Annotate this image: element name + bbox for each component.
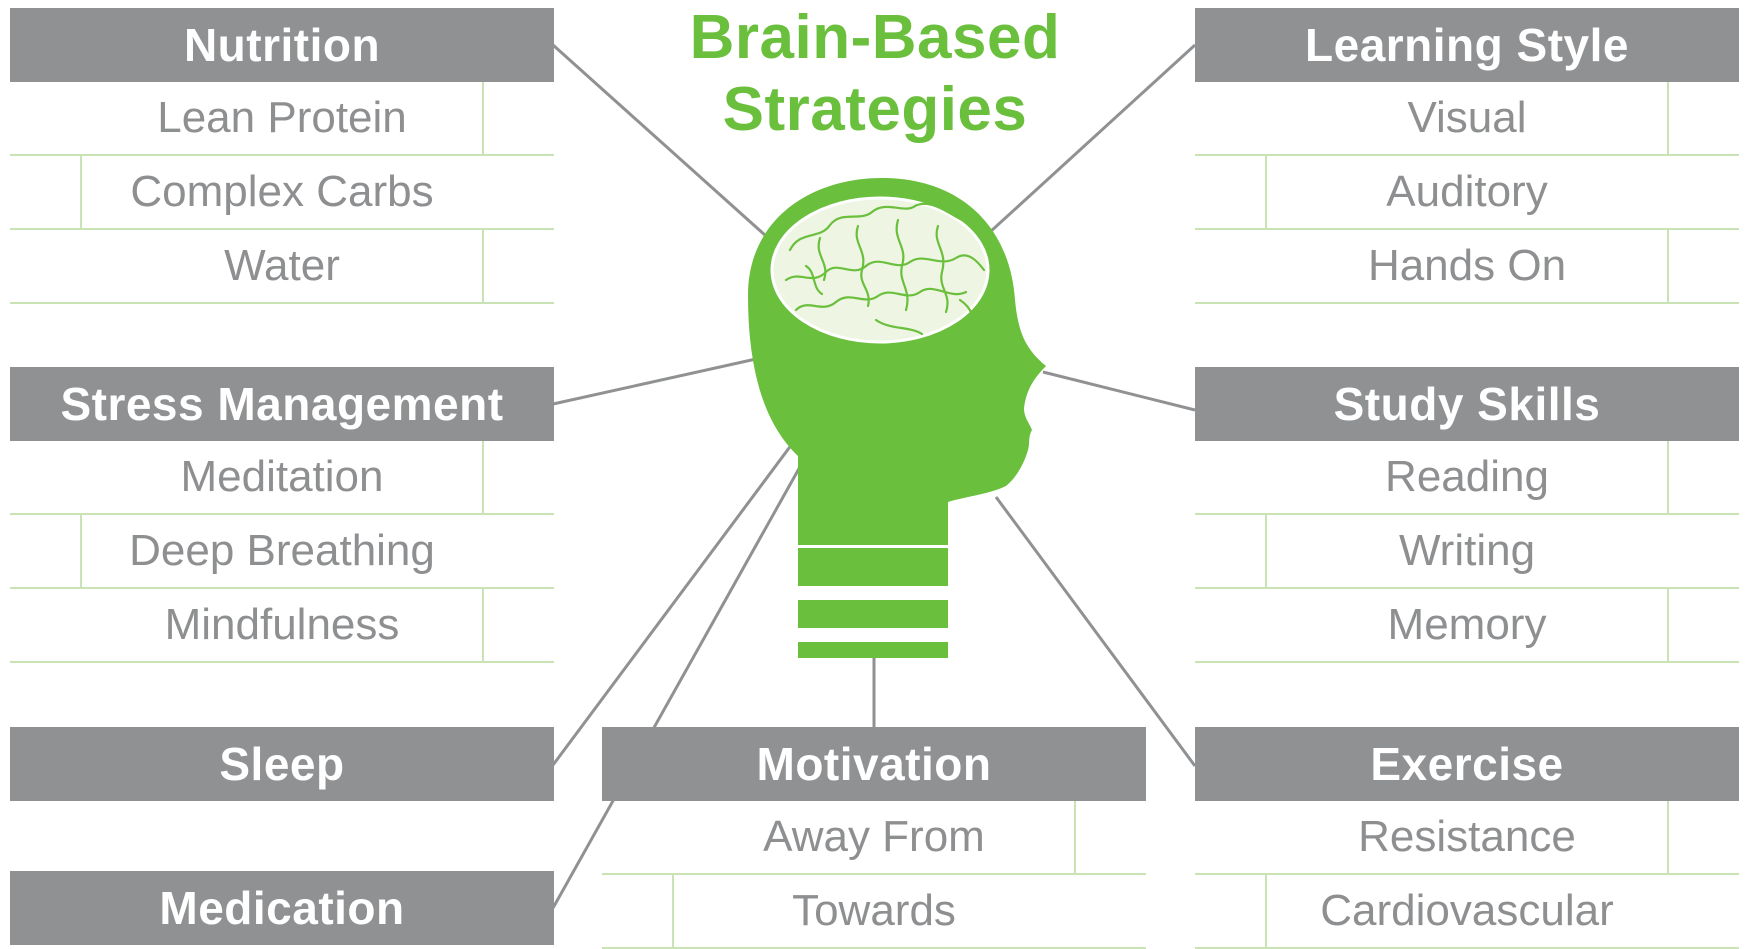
connector-lines [551, 43, 1197, 909]
category-stress-management: Stress Management Meditation Deep Breath… [10, 367, 554, 663]
list-item: Hands On [1195, 230, 1739, 304]
list-item: Towards [602, 875, 1146, 949]
list-item: Writing [1195, 515, 1739, 589]
connector-study [1042, 370, 1196, 412]
list-item: Complex Carbs [10, 156, 554, 230]
category-sleep: Sleep [10, 727, 554, 801]
list-item: Visual [1195, 82, 1739, 156]
motivation-header: Motivation [602, 727, 1146, 801]
bulb-band-2 [798, 600, 948, 628]
title-line-1: Brain-Based [689, 3, 1061, 72]
list-item: Water [10, 230, 554, 304]
sleep-header: Sleep [10, 727, 554, 801]
medication-header: Medication [10, 871, 554, 945]
bulb-band-1 [798, 548, 948, 586]
learning-style-header: Learning Style [1195, 8, 1739, 82]
connector-learning [988, 43, 1197, 234]
list-item: Deep Breathing [10, 515, 554, 589]
category-exercise: Exercise Resistance Cardiovascular [1195, 727, 1739, 949]
study-skills-header: Study Skills [1195, 367, 1739, 441]
connector-stress [552, 355, 766, 406]
connector-sleep [551, 439, 797, 766]
list-item: Lean Protein [10, 82, 554, 156]
category-motivation: Motivation Away From Towards [602, 727, 1146, 949]
list-item: Away From [602, 801, 1146, 875]
list-item: Meditation [10, 441, 554, 515]
list-item: Resistance [1195, 801, 1739, 875]
connector-exercise [994, 496, 1197, 767]
list-item: Mindfulness [10, 589, 554, 663]
category-study-skills: Study Skills Reading Writing Memory [1195, 367, 1739, 663]
list-item: Auditory [1195, 156, 1739, 230]
exercise-header: Exercise [1195, 727, 1739, 801]
category-medication: Medication [10, 871, 554, 945]
connector-nutrition [551, 43, 768, 238]
connector-medication [551, 464, 803, 909]
category-learning-style: Learning Style Visual Auditory Hands On [1195, 8, 1739, 304]
stress-management-header: Stress Management [10, 367, 554, 441]
title-line-2: Strategies [722, 75, 1028, 144]
bulb-band-3 [798, 642, 948, 658]
head-with-brain-icon [748, 178, 1046, 658]
brain-icon [770, 196, 990, 344]
category-nutrition: Nutrition Lean Protein Complex Carbs Wat… [10, 8, 554, 304]
nutrition-header: Nutrition [10, 8, 554, 82]
diagram-title: Brain-Based Strategies [640, 2, 1110, 146]
list-item: Memory [1195, 589, 1739, 663]
list-item: Reading [1195, 441, 1739, 515]
list-item: Cardiovascular [1195, 875, 1739, 949]
